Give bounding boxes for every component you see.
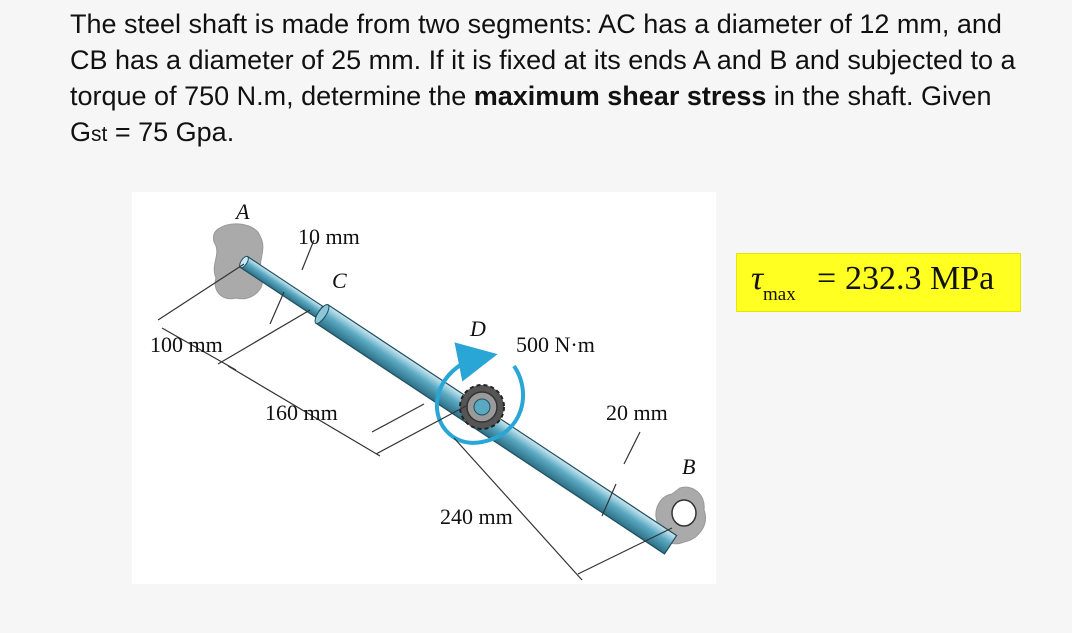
dim-100mm: 100 mm: [150, 332, 223, 357]
tau-symbol: τ: [751, 260, 764, 297]
dim-10mm: 10 mm: [298, 224, 360, 249]
tau-subscript: max: [763, 284, 796, 305]
answer-value: 232.3 MPa: [845, 260, 995, 297]
shaft-segment-cb: [314, 303, 678, 555]
dim-20mm: 20 mm: [606, 400, 668, 425]
label-c: C: [332, 268, 347, 293]
shaft-figure: A C D B 10 mm 100 mm 160 mm 240 mm 20 mm…: [132, 192, 716, 584]
torque-arrow-icon: [434, 342, 525, 445]
support-a: [213, 223, 264, 300]
problem-statement: The steel shaft is made from two segment…: [70, 6, 1020, 153]
shaft-end-b: [671, 499, 697, 527]
problem-text-bold: maximum shear stress: [473, 81, 767, 111]
label-d: D: [469, 316, 486, 341]
problem-g-subscript: st: [91, 123, 108, 146]
label-b: B: [682, 454, 695, 479]
dim-240mm: 240 mm: [440, 504, 513, 529]
problem-text-part1: The steel shaft is made from two segment…: [70, 9, 1016, 111]
shaft-diagram: A C D B 10 mm 100 mm 160 mm 240 mm 20 mm…: [150, 199, 706, 581]
torque-label: 500 N·m: [516, 332, 595, 357]
problem-text-part2: in the shaft. Given G: [70, 81, 992, 147]
dim-160mm: 160 mm: [265, 400, 338, 425]
answer-box: τ max = 232.3 MPa: [736, 253, 1021, 312]
label-a: A: [234, 199, 250, 224]
gear-d-icon: [459, 384, 505, 430]
equals-sign: =: [817, 260, 837, 297]
problem-text-part3: = 75 Gpa.: [107, 117, 235, 147]
dimension-lines: [157, 239, 673, 581]
